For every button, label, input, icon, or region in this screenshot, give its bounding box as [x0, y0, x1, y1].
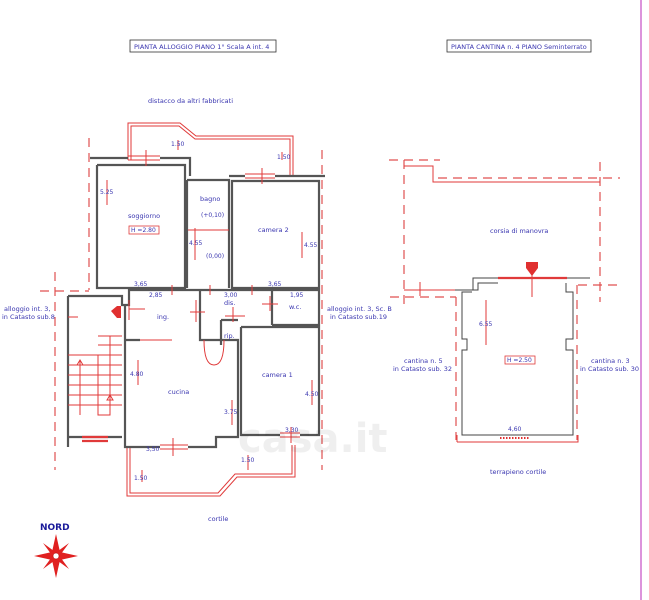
cellar-dim-h: 6.55	[479, 321, 493, 328]
room-label-wc: w.c.	[289, 303, 301, 311]
dim-balcony-bottom-left: 1.50	[134, 475, 148, 482]
cellar-title-text: PIANTA CANTINA n. 4 PIANO Seminterrato	[451, 43, 587, 51]
dim-cucina-w: 3,50	[146, 446, 160, 453]
compass-rose-icon	[34, 534, 78, 578]
dim-ing-w: 2,85	[149, 292, 163, 299]
compass: NORD	[34, 523, 78, 578]
level-label-upper: (+0,10)	[201, 212, 224, 219]
room-label-camera2: camera 2	[258, 226, 289, 234]
dim-bagno-h: 4.55	[189, 240, 203, 247]
cellar-height-label: H =2.50	[507, 357, 532, 364]
cellar-plan: corsia di manovra 6.55 H =2.50 4,60 cant…	[389, 159, 639, 476]
room-label-soggiorno: soggiorno	[128, 212, 160, 220]
apartment-title: PIANTA ALLOGGIO PIANO 1° Scala A int. 4	[129, 39, 277, 53]
neighbor-left-line2: in Catasto sub.8	[2, 313, 55, 321]
cellar-left-line2: in Catasto sub. 32	[393, 365, 452, 373]
compass-label: NORD	[40, 523, 70, 533]
cellar-bottom-note: terrapieno cortile	[490, 468, 546, 476]
level-label-lower: (0,00)	[206, 253, 224, 260]
dim-camera2-h: 4.55	[304, 242, 318, 249]
room-label-ripostiglio: rip.	[224, 332, 235, 340]
dim-cucina-h2: 3.75	[224, 409, 238, 416]
room-label-camera1: camera 1	[262, 371, 293, 379]
dim-wc-w: 1,95	[290, 292, 304, 299]
cellar-title: PIANTA CANTINA n. 4 PIANO Seminterrato	[446, 39, 592, 53]
top-note: distacco da altri fabbricati	[148, 97, 233, 105]
cellar-dim-w: 4,60	[508, 426, 522, 433]
room-label-ingresso: ing.	[157, 313, 169, 321]
apartment-title-text: PIANTA ALLOGGIO PIANO 1° Scala A int. 4	[134, 43, 269, 51]
dim-balcony-top-left: 1.50	[171, 141, 185, 148]
cellar-right-line2: in Catasto sub. 30	[580, 365, 639, 373]
dim-cucina-h: 4.80	[130, 371, 144, 378]
watermark: casa.it	[238, 416, 388, 462]
dim-balcony-bottom-right: 1.50	[241, 457, 255, 464]
cellar-left-line1: cantina n. 5	[404, 357, 443, 365]
neighbor-right-line2: in Catasto sub.19	[330, 313, 387, 321]
bottom-note: cortile	[208, 515, 228, 523]
apartment-plan: soggiorno H =2.80 bagno (+0,10) (0,00) c…	[2, 122, 392, 523]
room-label-cucina: cucina	[168, 388, 189, 396]
dim-camera1-h: 4.50	[305, 391, 319, 398]
entrance-arrow-icon	[111, 306, 121, 318]
cellar-top-note: corsia di manovra	[490, 227, 548, 235]
dim-camera2-w: 3,65	[268, 281, 282, 288]
room-label-disimpegno: dis.	[224, 299, 235, 307]
cellar-right-line1: cantina n. 3	[591, 357, 630, 365]
neighbor-left-line1: alloggio int. 3,	[4, 305, 50, 313]
dim-camera1-w: 3,30	[285, 427, 299, 434]
room-label-bagno: bagno	[200, 195, 220, 203]
dim-balcony-top-right: 1.50	[277, 154, 291, 161]
cellar-entrance-arrow-icon	[526, 262, 538, 276]
height-label: H =2.80	[131, 227, 156, 234]
dim-soggiorno-w: 3,65	[134, 281, 148, 288]
dim-dis-w: 3,00	[224, 292, 238, 299]
neighbor-right-line1: alloggio int. 3, Sc. B	[327, 305, 392, 313]
dim-soggiorno-h: 5.25	[100, 189, 114, 196]
